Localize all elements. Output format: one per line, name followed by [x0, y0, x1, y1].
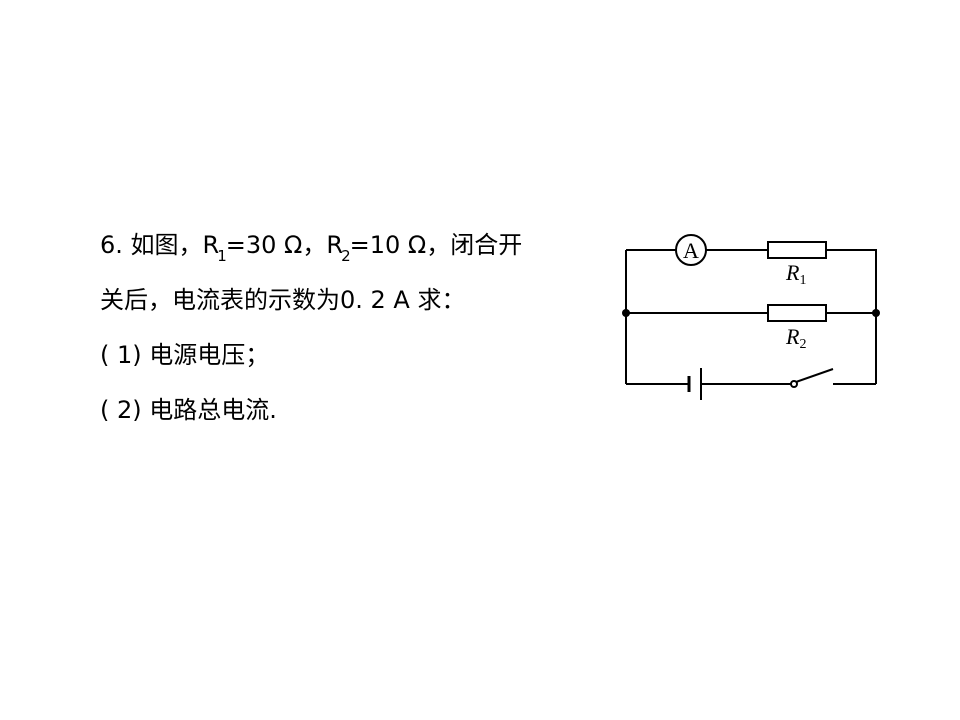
r1-subscript: 1	[217, 247, 227, 265]
problem-line-1: 6. 如图，R1=30 Ω，R2=10 Ω，闭合开	[100, 218, 610, 273]
r2-diagram-subscript: 2	[799, 337, 806, 352]
problem-text: 6. 如图，R1=30 Ω，R2=10 Ω，闭合开 关后，电流表的示数为0. 2…	[100, 218, 610, 438]
junction-right	[872, 309, 880, 317]
resistor-r2	[767, 304, 827, 322]
r1-diagram-label: R1	[785, 260, 806, 288]
resistor-r1	[767, 241, 827, 259]
r1-value: =30 Ω，	[225, 231, 327, 259]
r2-subscript: 2	[341, 247, 351, 265]
question-2: ( 2) 电路总电流.	[100, 396, 277, 424]
ammeter-label: A	[683, 238, 699, 263]
circuit-diagram: A R1 R2	[622, 234, 880, 400]
r1-letter: R	[202, 231, 220, 259]
r2-diagram-letter: R	[785, 324, 800, 349]
r2-value: =10 Ω，闭合开	[349, 231, 523, 259]
problem-prefix: 6. 如图，	[100, 231, 203, 259]
battery-icon	[687, 368, 702, 400]
question-1: ( 1) 电源电压；	[100, 341, 270, 369]
r1-diagram-letter: R	[785, 260, 800, 285]
r2-diagram-label: R2	[785, 324, 806, 352]
r2-letter: R	[326, 231, 344, 259]
ammeter-icon	[675, 234, 707, 266]
r1-diagram-subscript: 1	[799, 273, 806, 288]
switch-icon	[790, 368, 834, 388]
problem-line-2: 关后，电流表的示数为0. 2 A 求：	[100, 286, 466, 314]
junction-left	[622, 309, 630, 317]
wire-top	[626, 249, 877, 313]
